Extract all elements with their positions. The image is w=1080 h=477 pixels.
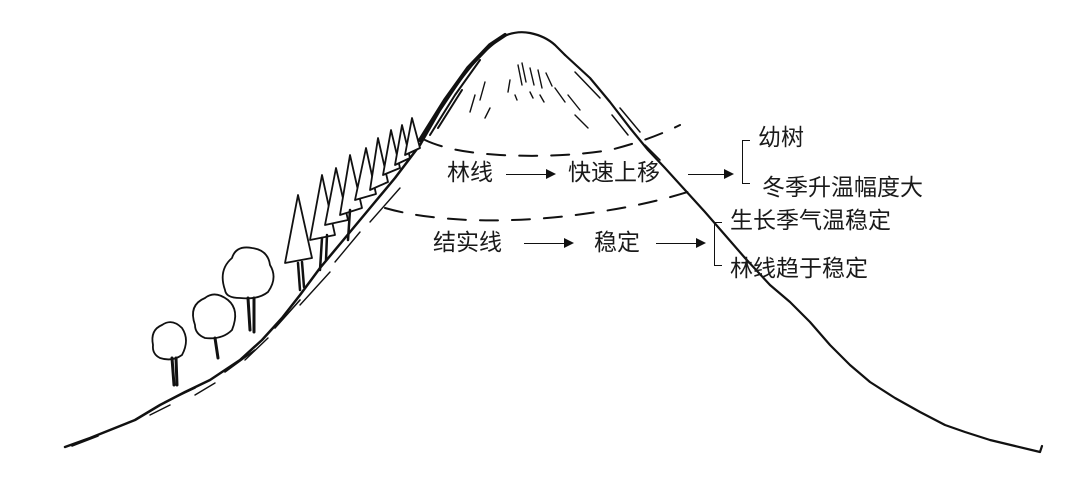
arrow-right-icon	[688, 169, 734, 179]
bracket-icon	[714, 222, 722, 266]
rapid-rise-label: 快速上移	[568, 160, 660, 186]
fruiting-line-label: 结实线	[433, 230, 502, 256]
arrow-right-icon	[656, 238, 706, 248]
mountain-right-slope	[563, 53, 1044, 454]
arrow-right-icon	[524, 238, 574, 248]
mountain-summit	[498, 31, 567, 57]
fruiting-line-dashed	[384, 187, 701, 222]
cause-young-trees: 幼树	[758, 125, 804, 151]
stable-label: 稳定	[594, 230, 640, 256]
cause-winter-warming: 冬季升温幅度大	[762, 175, 923, 201]
treeline-label: 林线	[447, 160, 493, 186]
bracket-icon	[742, 140, 750, 184]
cause-treeline-stabilizing: 林线趋于稳定	[730, 256, 868, 282]
treeline-dashed	[424, 124, 681, 157]
broadleaf-tree-group	[151, 246, 275, 387]
conifer-tree-group	[284, 117, 421, 292]
arrow-right-icon	[506, 169, 556, 179]
cause-growing-season-temp: 生长季气温稳定	[730, 208, 891, 234]
